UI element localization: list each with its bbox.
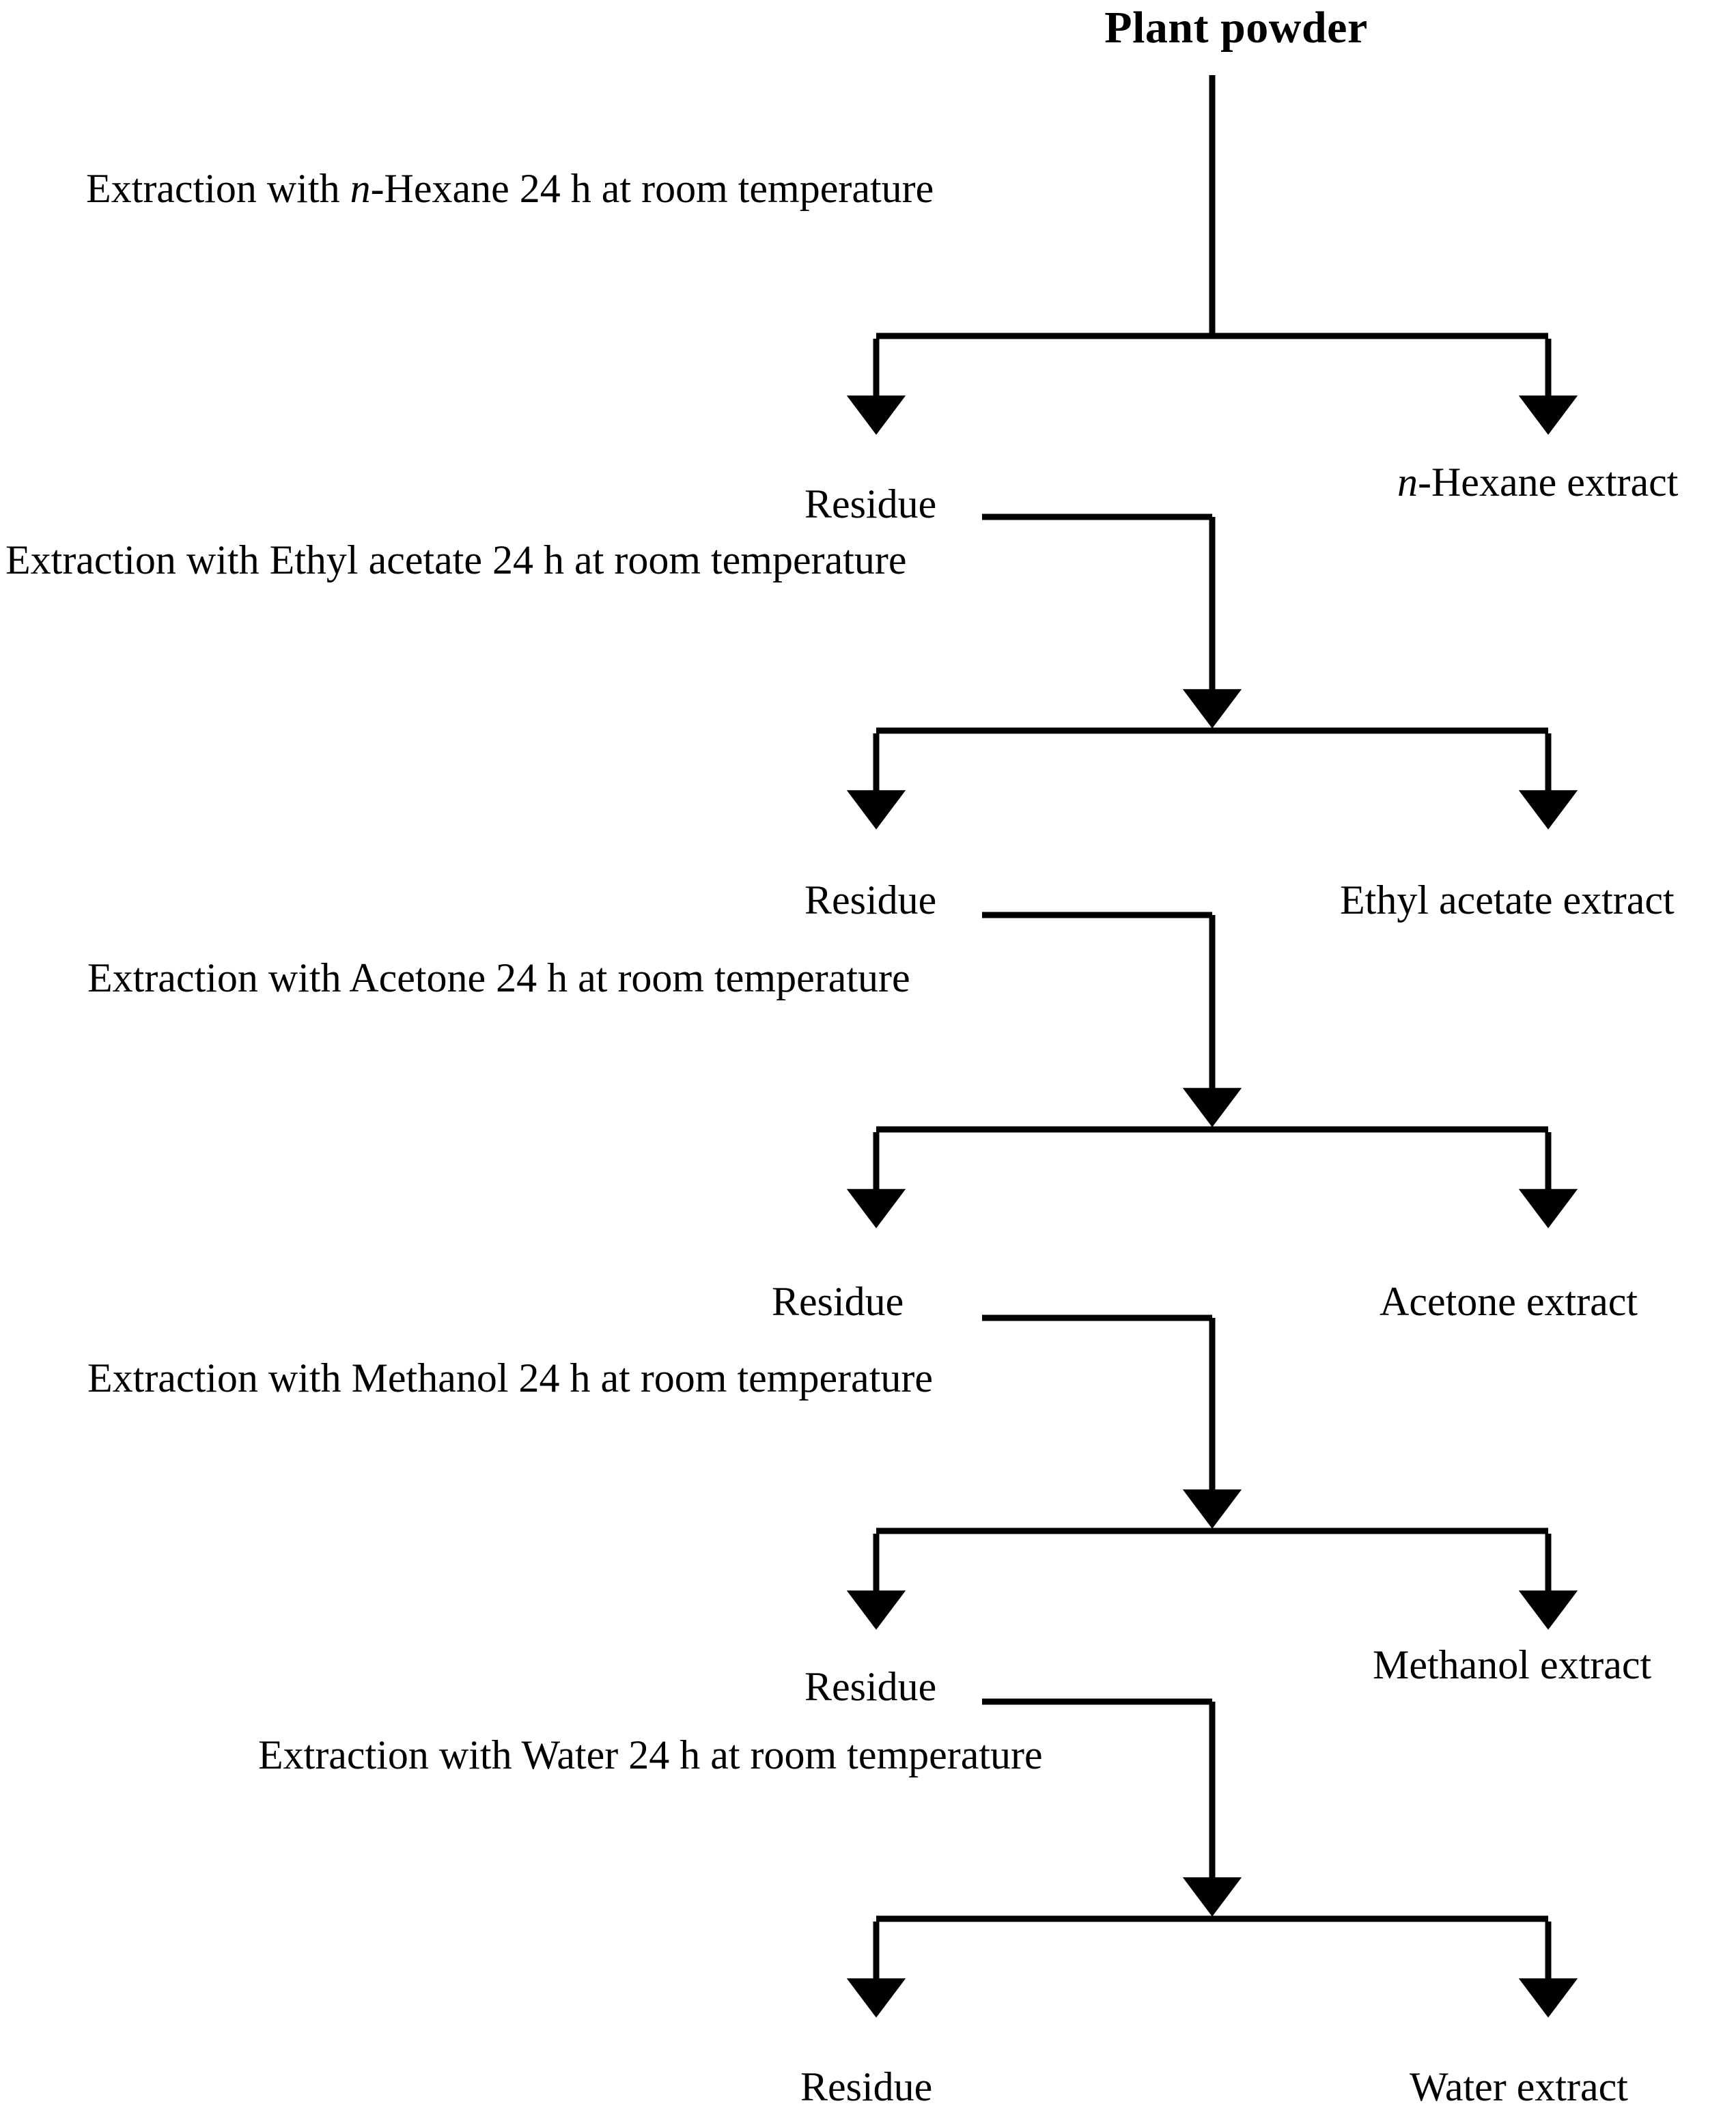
node-residue-2: Residue — [804, 877, 937, 923]
page-title: Plant powder — [1104, 3, 1368, 53]
step-1-prefix: Extraction with — [86, 166, 350, 211]
step-instruction-1: Extraction with n-Hexane 24 h at room te… — [86, 168, 934, 209]
node-residue-4: Residue — [804, 1664, 937, 1709]
node-extract-3: Acetone extract — [1380, 1279, 1638, 1324]
node-extract-4: Methanol extract — [1373, 1642, 1652, 1687]
step-1-solvent-rest: -Hexane — [370, 166, 509, 211]
node-residue-1: Residue — [804, 481, 937, 526]
step-1-suffix: 24 h at room temperature — [509, 166, 934, 211]
step-instruction-4: Extraction with Methanol 24 h at room te… — [87, 1355, 933, 1401]
step-1-solvent-italic: n — [350, 166, 371, 211]
node-extract-final: Water extract — [1410, 2064, 1628, 2109]
step-instruction-3: Extraction with Acetone 24 h at room tem… — [87, 955, 910, 1000]
step-instruction-2: Extraction with Ethyl acetate 24 h at ro… — [5, 537, 907, 582]
node-extract-1: n-Hexane extract — [1397, 462, 1678, 503]
node-residue-final: Residue — [800, 2064, 933, 2109]
extract-1-rest: -Hexane extract — [1418, 460, 1679, 505]
node-residue-3: Residue — [772, 1279, 904, 1324]
node-extract-2: Ethyl acetate extract — [1340, 877, 1675, 923]
extract-1-italic: n — [1397, 460, 1418, 505]
step-instruction-5: Extraction with Water 24 h at room tempe… — [258, 1732, 1043, 1777]
